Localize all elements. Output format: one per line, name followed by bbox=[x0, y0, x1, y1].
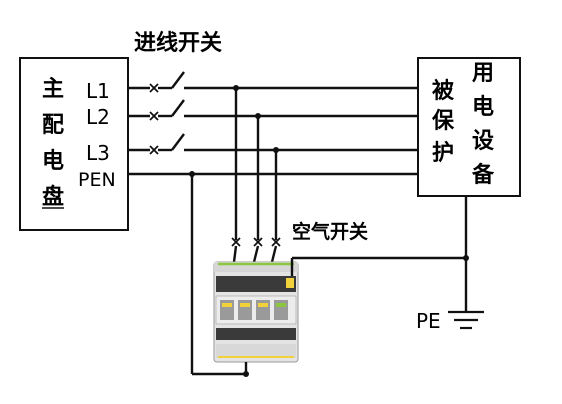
switch-l3-blade bbox=[171, 133, 185, 151]
panel-char-4: 盘 bbox=[42, 184, 64, 210]
equip-right-char-2: 电 bbox=[472, 95, 494, 120]
incoming-switch-label: 进线开关 bbox=[134, 30, 222, 56]
main-distribution-panel bbox=[19, 57, 129, 231]
line-label-l1: L1 bbox=[86, 79, 110, 103]
panel-char-3: 电 bbox=[42, 149, 64, 174]
equip-right-char-1: 用 bbox=[472, 61, 494, 86]
air-switch-label: 空气开关 bbox=[292, 220, 368, 243]
line-label-l3: L3 bbox=[86, 141, 110, 165]
equip-left-char-3: 护 bbox=[432, 141, 454, 166]
air-switch-contacts bbox=[231, 237, 281, 247]
equip-right-char-4: 备 bbox=[471, 162, 495, 188]
protected-equipment bbox=[417, 57, 521, 197]
switch-contacts bbox=[149, 83, 159, 155]
lead-l2 bbox=[252, 245, 260, 263]
equip-left-char-1: 被 bbox=[432, 79, 455, 104]
switch-l1-blade bbox=[171, 71, 185, 89]
ground-icon bbox=[448, 310, 484, 330]
lead-l3 bbox=[270, 245, 278, 263]
panel-char-2: 配 bbox=[42, 113, 64, 138]
switch-l2-blade bbox=[171, 99, 185, 117]
panel-char-1: 主 bbox=[42, 77, 64, 102]
lead-l1 bbox=[232, 245, 238, 263]
line-label-pen: PEN bbox=[78, 169, 116, 191]
equip-right-char-3: 设 bbox=[472, 129, 494, 154]
pen-junction-dot bbox=[243, 371, 249, 377]
surge-protector-module bbox=[213, 261, 299, 363]
equip-left-char-2: 保 bbox=[431, 109, 455, 134]
pe-label: PE bbox=[416, 309, 441, 333]
line-label-l2: L2 bbox=[86, 105, 110, 129]
